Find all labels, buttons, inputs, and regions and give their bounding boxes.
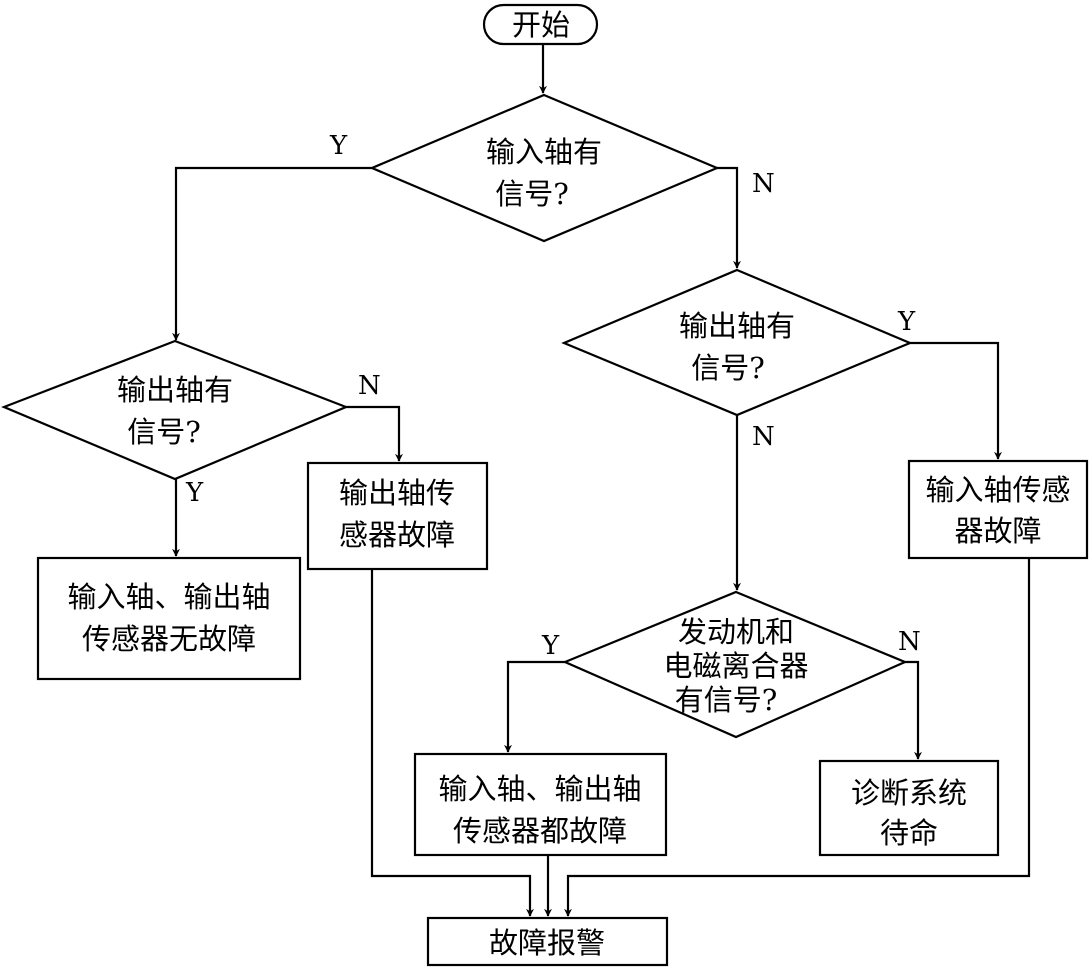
input-no-label: N: [752, 169, 775, 199]
engine-no-label: N: [898, 627, 921, 657]
output-fault-label-1: 输出轴传: [339, 476, 455, 510]
no-fault-label-1: 输入轴、输出轴: [67, 580, 270, 614]
start-terminal: [482, 3, 599, 46]
output-signal-decision-right: [561, 268, 913, 417]
engine-decision-label-1: 发动机和: [678, 615, 794, 649]
engine-decision-label-2: 电磁离合器: [663, 649, 808, 683]
edge-output-fault-to-alarm: [370, 569, 534, 917]
output-fault-label-2: 感器故障: [339, 518, 455, 552]
standby-label-1: 诊断系统: [851, 776, 967, 810]
standby-label-2: 待命: [880, 816, 938, 850]
start-label: 开始: [512, 8, 570, 42]
input-fault-label-2: 器故障: [954, 514, 1041, 548]
output-left-decision-label-1: 输出轴有: [117, 373, 233, 407]
input-sensor-fault-box: [907, 459, 1089, 560]
no-fault-box: [36, 556, 302, 681]
edge-input-yes: [172, 166, 372, 341]
connectors: [172, 44, 1031, 917]
output-right-yes-label: Y: [897, 307, 916, 337]
input-signal-decision: [369, 93, 720, 243]
output-right-no-label: N: [752, 422, 775, 452]
output-left-yes-label: Y: [185, 478, 204, 508]
alarm-label: 故障报警: [489, 926, 605, 960]
input-fault-label-1: 输入轴传感: [925, 473, 1070, 507]
edge-input-no: [717, 166, 741, 269]
engine-decision-label-3: 有信号?: [675, 683, 778, 717]
node-labels: 开始 输入轴有 信号? 输出轴有 信号? 输出轴有 信号? 输出轴传 感器故障 …: [67, 8, 1070, 960]
output-right-decision-label-2: 信号?: [691, 351, 765, 385]
edge-engine-no: [905, 660, 922, 760]
edge-input-fault-to-alarm: [564, 558, 1031, 917]
both-fault-label-2: 传感器都故障: [453, 814, 627, 848]
input-yes-label: Y: [329, 131, 348, 161]
shapes: [1, 3, 1089, 967]
edge-output-left-no: [346, 405, 403, 462]
no-fault-label-2: 传感器无故障: [82, 622, 256, 656]
engine-clutch-decision: [562, 590, 908, 739]
input-decision-label-2: 信号?: [495, 177, 569, 211]
output-right-decision-label-1: 输出轴有: [679, 309, 795, 343]
alarm-box: [426, 916, 669, 967]
input-decision-label-1: 输入轴有: [486, 135, 602, 169]
edge-output-right-yes: [910, 341, 1002, 460]
both-fault-box: [413, 752, 668, 857]
output-sensor-fault-box: [306, 461, 489, 571]
both-fault-label-1: 输入轴、输出轴: [438, 772, 641, 806]
output-left-no-label: N: [358, 371, 381, 401]
standby-box: [818, 759, 1000, 857]
output-left-decision-label-2: 信号?: [127, 415, 201, 449]
output-signal-decision-left: [1, 339, 349, 481]
engine-yes-label: Y: [541, 631, 560, 661]
edge-labels: Y N Y N Y N Y N: [185, 131, 921, 661]
edge-engine-yes: [504, 660, 565, 753]
